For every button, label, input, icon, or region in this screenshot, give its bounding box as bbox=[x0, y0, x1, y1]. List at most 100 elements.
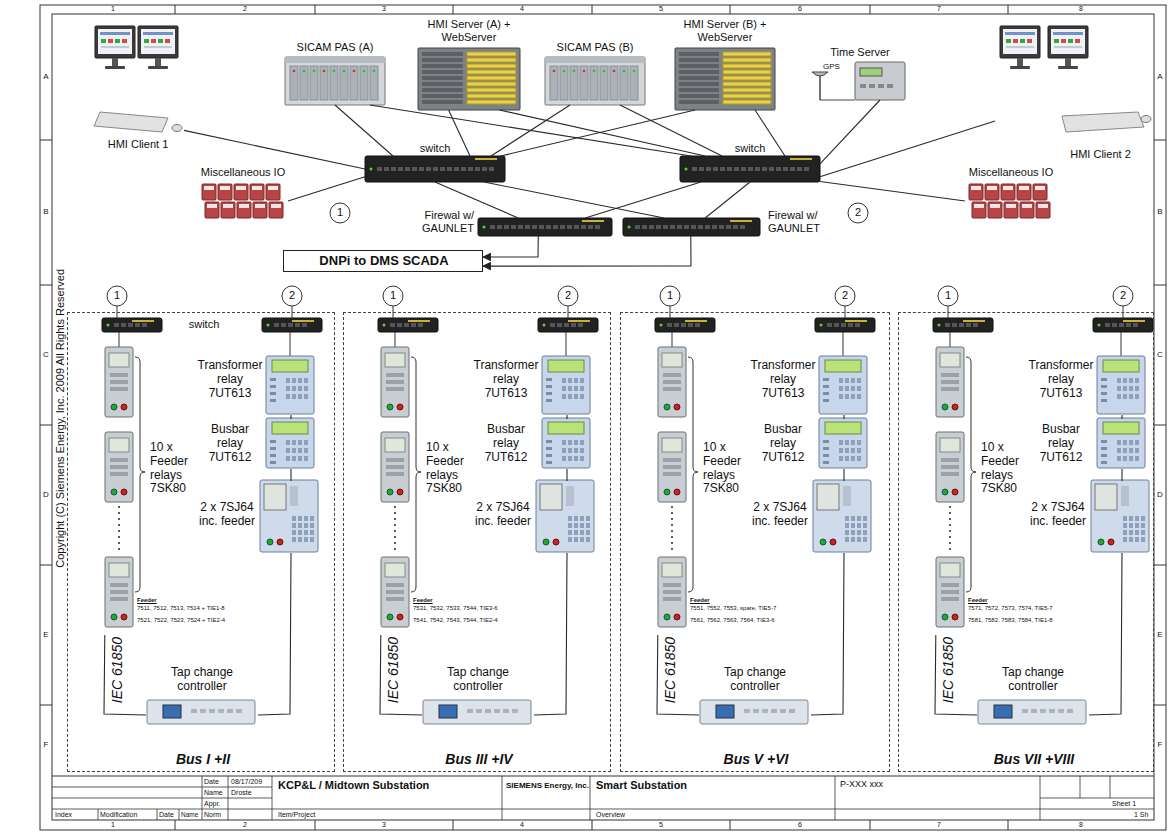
relay-led bbox=[546, 399, 552, 402]
led bbox=[363, 70, 366, 73]
incoming-feeder-relay: 2 x 7SJ64 inc. feeder bbox=[469, 481, 597, 553]
switch-device bbox=[478, 218, 612, 236]
relay-key bbox=[586, 523, 590, 528]
relay-key bbox=[292, 516, 296, 521]
switch-port bbox=[142, 323, 147, 327]
grid-reference: B bbox=[40, 207, 52, 216]
tap-key bbox=[771, 709, 777, 713]
relay-display bbox=[662, 353, 682, 367]
network-link bbox=[483, 236, 691, 266]
grid-tick bbox=[175, 5, 176, 14]
network-link bbox=[258, 553, 291, 715]
feeder-relay bbox=[381, 347, 409, 417]
relay-key bbox=[292, 530, 296, 535]
relay-key bbox=[845, 448, 849, 453]
grid-reference: 2 bbox=[235, 5, 255, 13]
busbar-relay: Busbar relay 7UT612 bbox=[469, 419, 594, 469]
relay-key bbox=[298, 456, 302, 461]
relay-led bbox=[270, 447, 276, 450]
network-switch: switch bbox=[365, 156, 505, 182]
relay-key bbox=[580, 537, 584, 542]
network-switch: switch bbox=[680, 156, 820, 182]
busbar-relay-label: Busbar relay 7UT612 bbox=[750, 423, 816, 464]
title-block-text: P-XXX xxx bbox=[840, 779, 960, 789]
grid-tick bbox=[315, 820, 316, 830]
network-link bbox=[335, 105, 393, 156]
relay-key bbox=[1129, 516, 1133, 521]
switch-port bbox=[281, 323, 286, 327]
switch-port bbox=[966, 323, 971, 327]
relay-display bbox=[825, 360, 861, 372]
callout-circle bbox=[835, 286, 855, 306]
relay bbox=[542, 418, 590, 468]
relay-display bbox=[548, 422, 584, 434]
screen-item bbox=[144, 39, 149, 43]
relay-key bbox=[863, 523, 867, 528]
server-bay bbox=[679, 94, 719, 98]
wire bbox=[395, 332, 396, 347]
relay-key bbox=[1117, 456, 1121, 461]
mouse bbox=[172, 125, 182, 132]
grid-tick bbox=[40, 565, 52, 566]
relay-key bbox=[568, 378, 572, 383]
continuation-dots bbox=[118, 506, 120, 552]
relay-key bbox=[845, 386, 849, 391]
network-link bbox=[820, 121, 995, 177]
rack-top bbox=[545, 57, 645, 63]
server-drive bbox=[723, 88, 771, 92]
relay-key bbox=[568, 440, 572, 445]
screen-item bbox=[1068, 39, 1073, 43]
switch-badge bbox=[845, 320, 867, 322]
grid-tick bbox=[870, 5, 871, 14]
led bbox=[628, 226, 631, 229]
network-switch-label: switch bbox=[365, 142, 505, 155]
relay-key bbox=[292, 537, 296, 542]
screen-bar bbox=[143, 32, 173, 35]
led bbox=[593, 70, 596, 73]
switch-port bbox=[699, 167, 704, 171]
screen-bar bbox=[1005, 32, 1035, 35]
relay-key bbox=[562, 378, 566, 383]
scada-box-label: DNPi to DMS SCADA bbox=[284, 254, 484, 269]
grid-tick bbox=[730, 820, 731, 830]
feeder-relays: 10 x Feeder relays 7SK80 bbox=[103, 343, 195, 635]
tap-change-controller-label: Tap change controller bbox=[993, 666, 1073, 694]
relay-led bbox=[270, 454, 276, 457]
relay-key bbox=[562, 448, 566, 453]
title-block-line bbox=[1080, 776, 1081, 798]
relay-key bbox=[663, 597, 681, 601]
relay-key bbox=[574, 523, 578, 528]
title-block-line bbox=[590, 776, 591, 820]
switch-port bbox=[741, 167, 746, 171]
sicam-pas: SICAM PAS (B) bbox=[545, 57, 645, 105]
relay-key bbox=[574, 448, 578, 453]
relay-key bbox=[863, 530, 867, 535]
grid-tick bbox=[453, 820, 454, 830]
relay-key bbox=[839, 440, 843, 445]
tap-change-controller-label: Tap change controller bbox=[438, 666, 518, 694]
server-bay bbox=[679, 70, 719, 74]
transformer-relay: Transformer relay 7UT613 bbox=[193, 353, 318, 415]
switch-port bbox=[776, 167, 781, 171]
switch-port bbox=[532, 225, 537, 229]
switch-port bbox=[121, 323, 126, 327]
rack-top bbox=[285, 57, 385, 63]
monitor-screen bbox=[98, 29, 132, 54]
relay-key bbox=[574, 378, 578, 383]
led bbox=[553, 70, 556, 73]
network-link bbox=[620, 105, 722, 156]
relay-key bbox=[1117, 394, 1121, 399]
tap-key bbox=[1067, 709, 1073, 713]
grid-tick bbox=[315, 5, 316, 14]
switch-port bbox=[468, 167, 473, 171]
feeder-relays-label: 10 x Feeder relays 7SK80 bbox=[703, 441, 747, 496]
screen-bar bbox=[100, 32, 130, 35]
relay-key bbox=[845, 456, 849, 461]
grid-reference: 3 bbox=[374, 5, 394, 13]
relay-key bbox=[286, 448, 290, 453]
io-module bbox=[205, 202, 219, 218]
relay-key bbox=[304, 456, 308, 461]
network-link bbox=[811, 553, 844, 715]
monitor-base bbox=[105, 66, 125, 69]
relay-key bbox=[574, 516, 578, 521]
